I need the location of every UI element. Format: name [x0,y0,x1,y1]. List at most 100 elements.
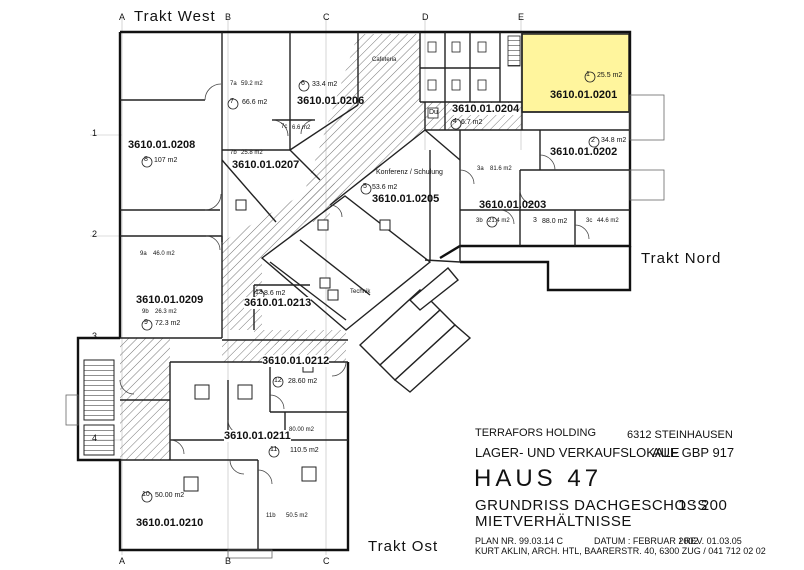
unit-5-id: 3610.01.0205 [372,193,440,205]
axis-left-2: 2 [92,229,98,239]
unit-9-number: 9 [144,319,148,326]
unit-6-number: 6 [301,80,305,87]
axis-top-a: A [119,12,126,22]
unit-9-area: 72.3 m2 [155,320,181,327]
unit-1-number: 1 [586,71,590,78]
room-3c-area: 44.6 m2 [597,218,619,224]
unit-13-id: 3610.01.0213 [244,297,312,309]
trakt-nord-label: Trakt Nord [638,250,725,267]
unit-6-area: 33.4 m2 [312,81,338,88]
room-cafeteria-label: Cafeteria [372,57,397,63]
axis-top-e: E [518,12,525,22]
axis-top-c: C [323,12,330,22]
trakt-west-label: Trakt West [130,8,220,25]
unit-4-area: 6.7 m2 [461,119,483,126]
unit-5-number: 5 [363,183,367,190]
room-11b-area: 50.5 m2 [286,513,308,519]
unit-3-id: 3610.01.0203 [479,199,547,211]
unit-1-id: 3610.01.0201 [550,89,618,101]
room-3b-area: 21.4 m2 [488,218,510,224]
unit-5-area: 53.6 m2 [372,184,398,191]
room-11b-label: 11b [266,513,276,519]
unit-8-area: 107 m2 [154,157,178,164]
unit-4-id: 3610.01.0204 [452,103,520,115]
room-7c-label: 7c [281,124,288,130]
room-9a-area: 46.0 m2 [153,251,175,257]
tb-scale: 1 : 200 [678,497,728,514]
unit-12-id: 3610.01.0212 [262,355,330,367]
tb-grundriss: GRUNDRISS DACHGESCHOSS [475,497,708,514]
unit-3-area: 88.0 m2 [542,218,568,225]
unit-7-area: 66.6 m2 [242,99,268,106]
room-7b-area: 25.8 m2 [241,150,263,156]
unit-13-area: 8.6 m2 [264,290,286,297]
unit-7-number: 7 [230,98,234,105]
tb-rev: / REV. 01.03.05 [679,536,742,546]
unit-2-id: 3610.01.0202 [550,146,618,158]
staircases [83,35,521,456]
tb-architect: KURT AKLIN, ARCH. HTL, BAARERSTR. 40, 63… [475,546,766,556]
room-3b-label: 3b [476,218,483,224]
unit-13-number: 13 [255,289,263,296]
tb-mietverhaeltnisse: MIETVERHÄLTNISSE [475,513,632,530]
room-7b-label: 7b [230,150,237,156]
unit-11-number: 11 [270,446,278,453]
room-7a-label: 7a [230,81,237,87]
room-11-small-area: 80.00 m2 [289,427,315,433]
pillars [183,199,391,492]
unit-1-area: 25.5 m2 [597,72,623,79]
tb-haus: HAUS 47 [474,465,603,492]
axis-top-d: D [422,12,429,22]
unit-12-number: 12 [274,377,282,384]
interior-walls [120,32,630,550]
door-swings [119,83,590,485]
trakt-ost-label: Trakt Ost [365,538,442,555]
unit-3-number: 3 [533,217,537,224]
room-konferenz-label: Konferenz / Schulung [376,169,443,176]
axis-bottom-b: B [225,556,232,566]
tb-datum: DATUM : FEBRUAR 2002 [594,536,699,546]
axis-bottom-a: A [119,556,126,566]
unit-8-id: 3610.01.0208 [128,139,196,151]
corridor-hatch [120,34,522,460]
unit-0201-highlight [521,33,630,113]
unit-11-id: 3610.01.0211 [224,430,291,442]
axis-bottom-c: C [323,556,330,566]
axis-left-1: 1 [92,128,98,138]
tb-plan-nr: PLAN NR. 99.03.14 C [475,536,564,546]
axis-left-4: 4 [92,433,98,443]
unit-10-number: 10 [142,491,150,498]
unit-6-id: 3610.01.0206 [297,95,365,107]
room-3a-label: 3a [477,166,484,172]
tb-company: TERRAFORS HOLDING [475,427,597,439]
tb-gbp: AUF GBP 917 [652,445,735,460]
axis-left-3: 3 [92,331,98,341]
unit-4-number: 4 [453,118,457,125]
exterior-boxes [65,94,665,559]
unit-2-area: 34.8 m2 [601,137,627,144]
room-du-label: Du [429,109,438,116]
outer-walls [76,30,632,552]
toilet-fixtures [427,41,487,119]
tb-line2: LAGER- UND VERKAUFSLOKALE [475,445,680,460]
unit-9-id: 3610.01.0209 [136,294,204,306]
room-3c-label: 3c [586,218,593,224]
tb-location: 6312 STEINHAUSEN [627,429,733,441]
room-3a-area: 81.6 m2 [490,166,512,172]
unit-2-number: 2 [591,137,595,144]
room-9b-label: 9b [142,309,149,315]
unit-12-area: 28.60 m2 [288,378,318,385]
unit-10-id: 3610.01.0210 [136,517,204,529]
room-9b-area: 26.3 m2 [155,309,177,315]
unit-10-area: 50.00 m2 [155,492,185,499]
unit-11-area: 110.5 m2 [290,447,319,454]
room-9a-label: 9a [140,251,147,257]
room-technik-label: Technik [350,289,371,295]
unit-7-id: 3610.01.0207 [232,159,300,171]
unit-8-number: 8 [144,156,148,163]
unit-number-circles [141,71,600,503]
room-7c-area: 6.6 m2 [292,125,311,131]
axis-top-b: B [225,12,232,22]
room-7a-area: 59.2 m2 [241,81,263,87]
